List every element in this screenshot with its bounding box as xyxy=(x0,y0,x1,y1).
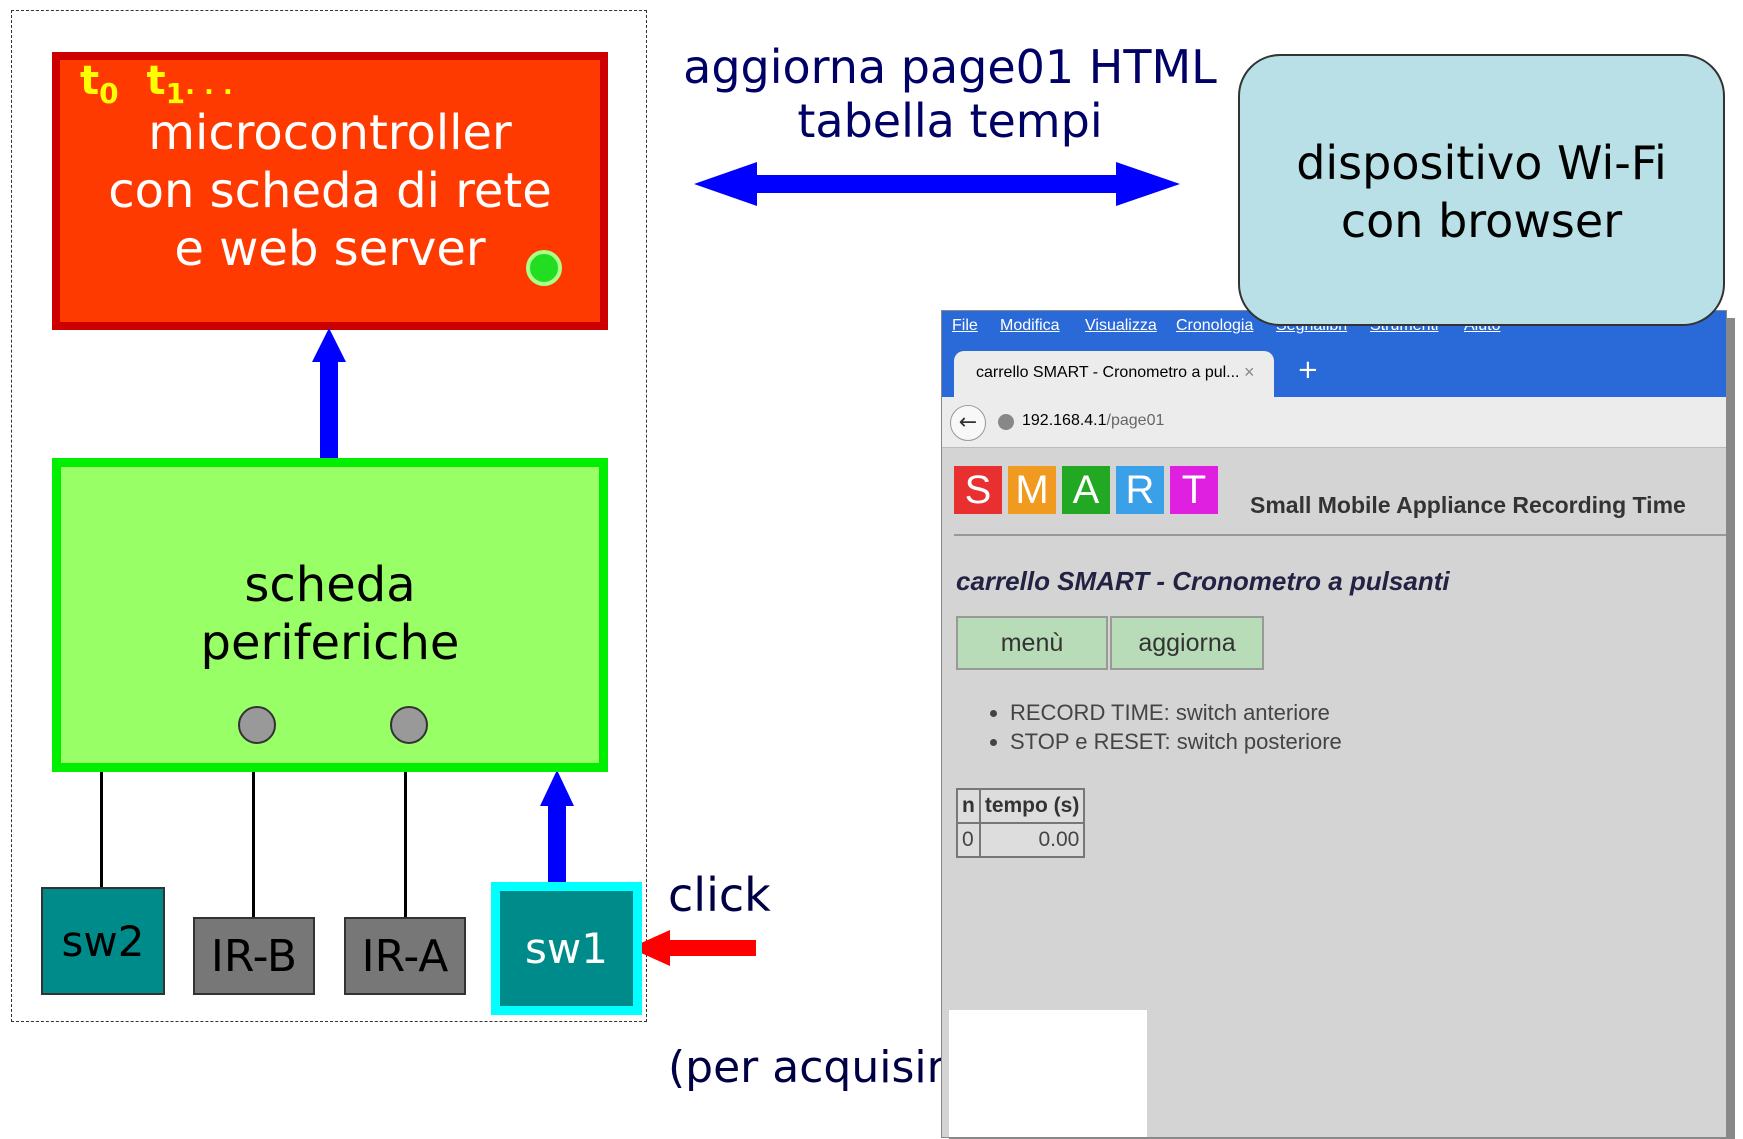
ir-sensor-b: IR-B xyxy=(193,917,315,995)
link-arrow-left-head xyxy=(694,162,757,206)
smart-logo-t: T xyxy=(1170,466,1218,514)
smart-logo-s: S xyxy=(954,466,1002,514)
divider xyxy=(954,534,1726,536)
link-arrow-right-head xyxy=(1116,162,1180,206)
smart-logo-r: R xyxy=(1116,466,1164,514)
cell-n: 0 xyxy=(956,822,981,858)
tab-bar: carrello SMART - Cronometro a pul... × + xyxy=(942,341,1726,397)
time-marks: t0 t1. . . xyxy=(80,58,233,110)
cell-tempo: 0.00 xyxy=(978,822,1086,858)
up-arrow-shaft xyxy=(320,360,338,460)
sensor-led-left xyxy=(238,706,276,744)
instruction-list: RECORD TIME: switch anteriore STOP e RES… xyxy=(992,698,1342,756)
smart-logo-m: M xyxy=(1008,466,1056,514)
peripheral-board xyxy=(52,458,608,772)
col-header-n: n xyxy=(956,788,981,824)
click-label: click xyxy=(668,868,771,922)
table-row: 0 0.00 xyxy=(956,822,1086,858)
list-item: RECORD TIME: switch anteriore xyxy=(1010,698,1342,727)
table-header-row: n tempo (s) xyxy=(956,788,1086,824)
click-arrow-shaft xyxy=(660,940,756,956)
wifi-device-box xyxy=(1238,54,1725,326)
microcontroller-label: microcontroller con scheda di rete e web… xyxy=(108,105,552,277)
col-header-tempo: tempo (s) xyxy=(978,788,1086,824)
ir-sensor-a: IR-A xyxy=(344,917,466,995)
system-boundary xyxy=(11,10,647,1022)
link-arrow-shaft xyxy=(740,175,1120,193)
menu-file[interactable]: File xyxy=(952,317,978,334)
smart-subtitle: Small Mobile Appliance Recording Time xyxy=(1250,492,1686,518)
up-arrow-head xyxy=(312,328,346,362)
sensor-led-right xyxy=(390,706,428,744)
click-arrow-head xyxy=(630,930,670,966)
new-tab-icon[interactable]: + xyxy=(1297,355,1319,385)
refresh-button[interactable]: aggiorna xyxy=(1110,616,1264,670)
menu-button[interactable]: menù xyxy=(956,616,1108,670)
sw2-line xyxy=(100,772,103,887)
back-arrow-icon[interactable]: ← xyxy=(950,405,986,441)
times-table: n tempo (s) 0 0.00 xyxy=(956,788,1086,858)
close-icon[interactable]: × xyxy=(1244,362,1255,382)
blank-area xyxy=(949,1010,1147,1137)
sw1-arrow-shaft xyxy=(548,802,566,888)
page-heading: carrello SMART - Cronometro a pulsanti xyxy=(956,566,1450,596)
status-led xyxy=(526,250,562,286)
url-field[interactable]: 192.168.4.1/page01 xyxy=(1022,412,1165,429)
link-label: aggiorna page01 HTML tabella tempi xyxy=(683,40,1217,148)
smart-logo-a: A xyxy=(1062,466,1110,514)
menu-visualizza[interactable]: Visualizza xyxy=(1085,317,1157,334)
ira-line xyxy=(404,772,407,917)
menu-modifica[interactable]: Modifica xyxy=(1000,317,1060,334)
browser-window: File Modifica Visualizza Cronologia Segn… xyxy=(941,310,1727,1138)
menu-cronologia[interactable]: Cronologia xyxy=(1176,317,1254,334)
page-content: S M A R T Small Mobile Appliance Recordi… xyxy=(942,448,1726,1137)
list-item: STOP e RESET: switch posteriore xyxy=(1010,727,1342,756)
irb-line xyxy=(252,772,255,917)
tab-title: carrello SMART - Cronometro a pul... xyxy=(976,364,1240,381)
nav-bar: ← 192.168.4.1/page01 xyxy=(942,397,1726,448)
peripheral-label: scheda periferiche xyxy=(200,557,460,671)
tab-active[interactable]: carrello SMART - Cronometro a pul... × xyxy=(954,351,1274,397)
switch-sw2: sw2 xyxy=(41,887,165,995)
wifi-device-label: dispositivo Wi-Fi con browser xyxy=(1296,136,1667,248)
globe-icon xyxy=(998,414,1014,430)
switch-sw1: sw1 xyxy=(491,882,642,1015)
microcontroller-box xyxy=(52,52,608,330)
sw1-arrow-head xyxy=(540,770,574,806)
